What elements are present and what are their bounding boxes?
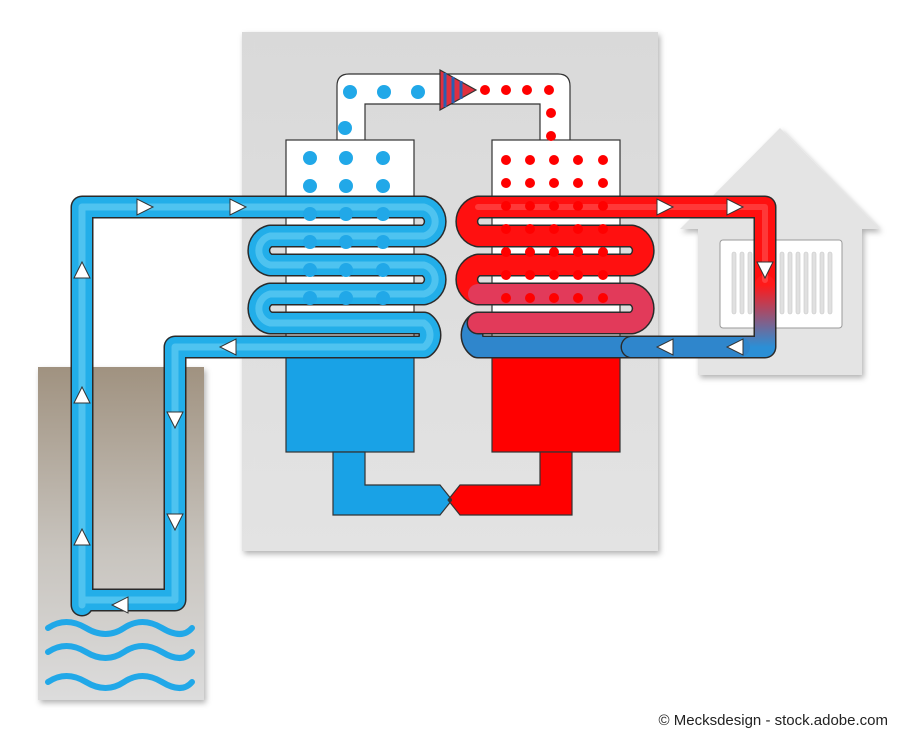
arrow-up-icon [73, 385, 91, 404]
water-waves-icon [45, 619, 195, 691]
cold-dot [303, 263, 317, 277]
radiator-fin [819, 251, 825, 315]
hot-dot [573, 270, 583, 280]
hot-dot [598, 201, 608, 211]
hot-dot [573, 178, 583, 188]
arrow-left-icon [218, 338, 237, 356]
cold-dot [376, 151, 390, 165]
hot-dot [549, 270, 559, 280]
hot-dot [546, 108, 556, 118]
refrigerant-hot-dots [480, 85, 608, 303]
radiator-fin [827, 251, 833, 315]
radiator-fin [739, 251, 745, 315]
cold-dot [343, 85, 357, 99]
arrow-down-icon [166, 513, 184, 532]
hot-dot [501, 155, 511, 165]
hot-dot [525, 247, 535, 257]
hot-dot [549, 293, 559, 303]
hot-dot [598, 270, 608, 280]
cold-dot [303, 207, 317, 221]
arrow-right-icon [726, 198, 745, 216]
arrow-right-icon [136, 198, 155, 216]
hot-dot [525, 270, 535, 280]
hot-dot [522, 85, 532, 95]
cold-dot [411, 85, 425, 99]
hot-dot [544, 85, 554, 95]
cold-dot [303, 151, 317, 165]
hot-dot [501, 293, 511, 303]
hot-dot [501, 178, 511, 188]
hot-dot [501, 201, 511, 211]
hot-dot [573, 247, 583, 257]
hot-dot [598, 293, 608, 303]
radiator-fin [731, 251, 737, 315]
refrigerant-cold-dots [303, 85, 425, 305]
cold-dot [376, 291, 390, 305]
hot-dot [549, 247, 559, 257]
cold-dot [377, 85, 391, 99]
expansion-valve-icon [448, 498, 452, 502]
cold-dot [339, 291, 353, 305]
hot-dot [549, 201, 559, 211]
cold-dot [339, 235, 353, 249]
cold-dot [339, 263, 353, 277]
cold-dot [339, 151, 353, 165]
cold-dot [376, 207, 390, 221]
radiator-icon [719, 239, 843, 329]
cold-dot [339, 179, 353, 193]
hot-dot [546, 131, 556, 141]
hot-dot [501, 247, 511, 257]
radiator-fin [795, 251, 801, 315]
hot-dot [573, 293, 583, 303]
heating-pipe-hot [455, 195, 777, 359]
arrow-left-icon [110, 596, 129, 614]
hot-dot [480, 85, 490, 95]
hot-dot [573, 224, 583, 234]
hot-dot [525, 155, 535, 165]
hot-dot [501, 224, 511, 234]
hot-dot [598, 178, 608, 188]
cold-dot [303, 291, 317, 305]
arrow-down-icon [756, 261, 774, 280]
arrow-left-icon [725, 338, 744, 356]
hot-dot [501, 270, 511, 280]
radiator-fin [803, 251, 809, 315]
hot-dot [598, 155, 608, 165]
arrow-right-icon [229, 198, 248, 216]
hot-dot [525, 224, 535, 234]
cold-dot [303, 235, 317, 249]
cold-dot [339, 207, 353, 221]
cold-dot [376, 235, 390, 249]
hot-dot [525, 201, 535, 211]
arrow-right-icon [656, 198, 675, 216]
credit-text: © Mecksdesign - stock.adobe.com [659, 712, 888, 729]
hot-dot [598, 224, 608, 234]
hot-dot [525, 178, 535, 188]
arrow-up-icon [73, 260, 91, 279]
hot-dot [549, 178, 559, 188]
radiator-fin [787, 251, 793, 315]
hot-dot [525, 293, 535, 303]
hot-dot [549, 224, 559, 234]
cold-dot [338, 121, 352, 135]
cold-dot [303, 179, 317, 193]
cold-dot [376, 179, 390, 193]
hot-dot [549, 155, 559, 165]
radiator-fin [779, 251, 785, 315]
radiator-fin [747, 251, 753, 315]
flow-arrows [73, 198, 774, 614]
radiator-fin [811, 251, 817, 315]
arrow-down-icon [166, 411, 184, 430]
refrigerant-return-pipe [332, 451, 573, 516]
cold-dot [376, 263, 390, 277]
hot-dot [573, 155, 583, 165]
arrow-up-icon [73, 527, 91, 546]
arrow-left-icon [655, 338, 674, 356]
hot-dot [598, 247, 608, 257]
hot-dot [501, 85, 511, 95]
brine-pipe-cold [70, 195, 447, 617]
hot-dot [573, 201, 583, 211]
